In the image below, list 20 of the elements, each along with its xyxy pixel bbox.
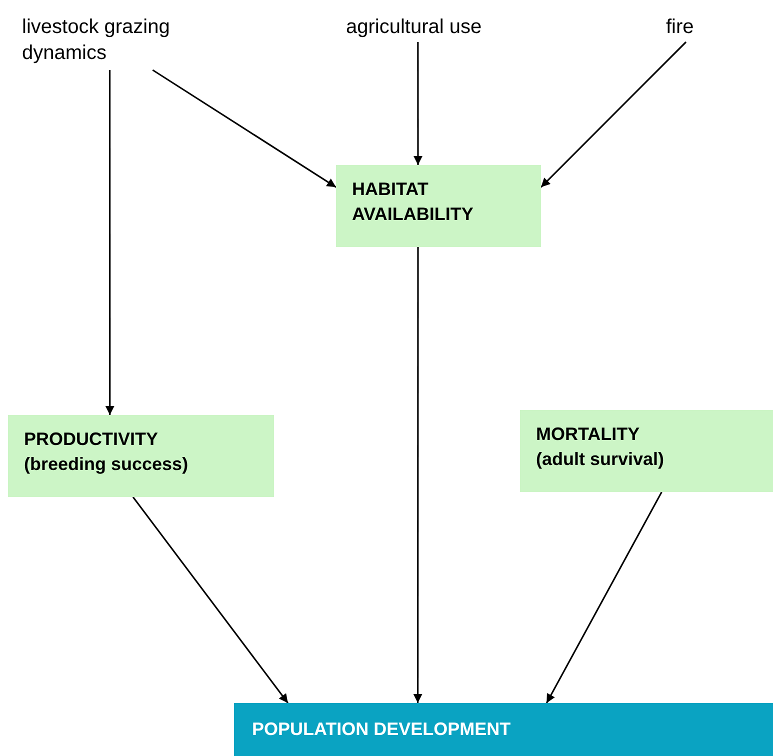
arrow	[414, 42, 422, 165]
arrow	[152, 69, 336, 188]
arrow	[540, 41, 687, 188]
box-heading: POPULATION DEVELOPMENT	[252, 718, 512, 741]
box-heading: PRODUCTIVITY	[24, 428, 160, 451]
factor-box	[520, 410, 773, 492]
factor-label: fire	[666, 14, 706, 42]
box-heading: MORTALITY	[536, 423, 641, 446]
arrow	[132, 496, 289, 704]
factor-box	[336, 165, 541, 247]
box-subtitle: (adult survival)	[536, 448, 666, 471]
factor-label: livestock grazing dynamics	[22, 14, 217, 70]
box-heading: HABITAT AVAILABILITY	[352, 178, 474, 226]
box-subtitle: (breeding success)	[24, 453, 190, 476]
arrow	[413, 247, 422, 703]
outcome-box	[234, 703, 773, 756]
arrow	[105, 70, 114, 415]
factor-label: agricultural use	[346, 14, 521, 42]
factor-box	[8, 415, 274, 497]
arrow	[546, 492, 662, 704]
